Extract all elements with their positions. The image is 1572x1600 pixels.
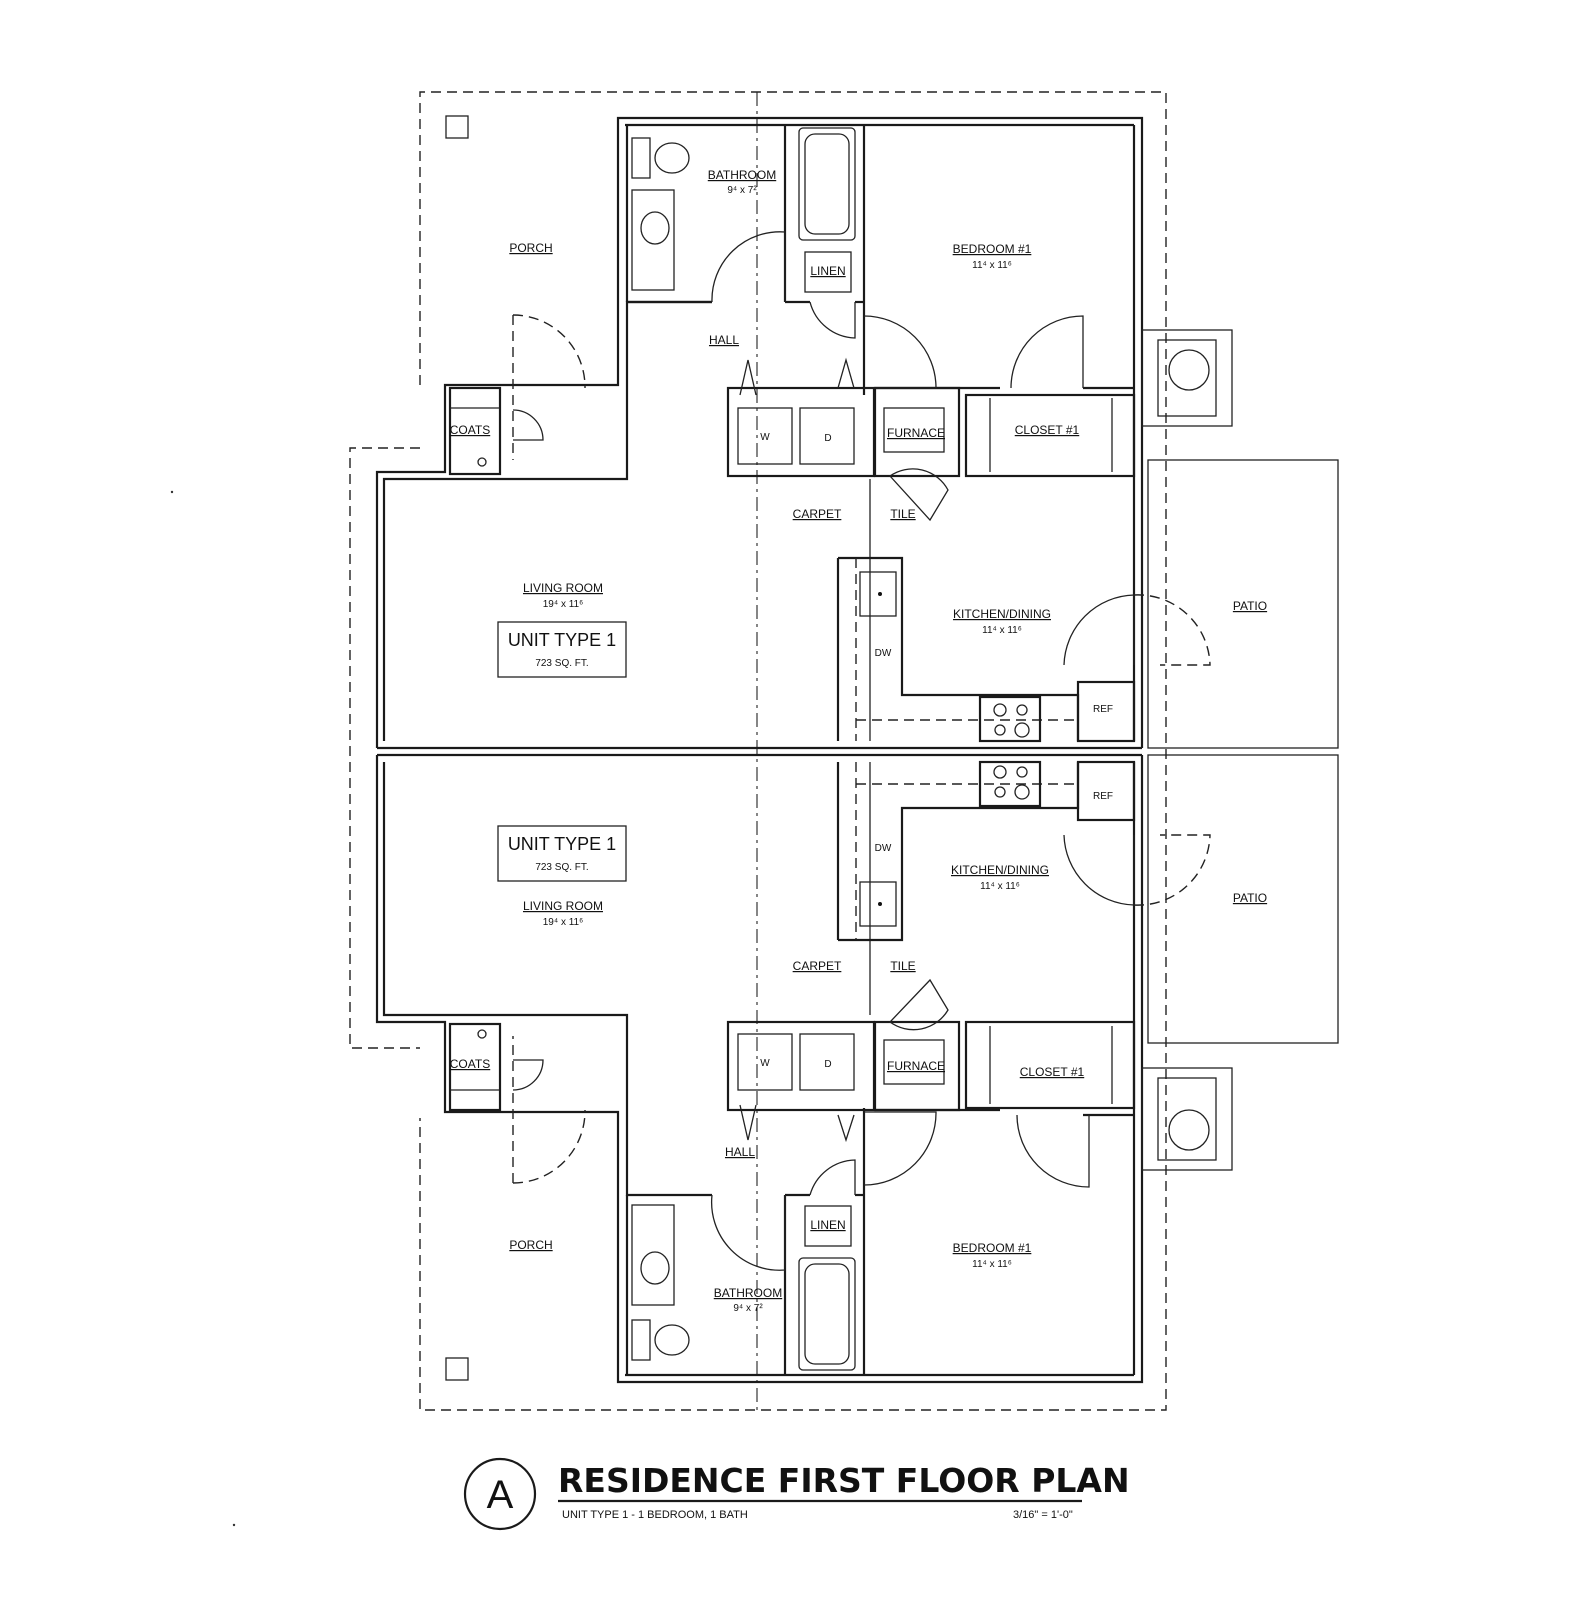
bathroom-label: BATHROOM	[714, 1286, 782, 1300]
plan-title: RESIDENCE FIRST FLOOR PLAN	[558, 1461, 1130, 1500]
closet-label: CLOSET #1	[1015, 423, 1080, 437]
washer-label: W	[760, 1058, 770, 1069]
kitchen-label: KITCHEN/DINING	[953, 607, 1051, 621]
bedroom-label: BEDROOM #1	[953, 242, 1032, 256]
closet-label: CLOSET #1	[1020, 1065, 1085, 1079]
refrigerator-label: REF	[1093, 791, 1113, 802]
plan-subtitle: UNIT TYPE 1 - 1 BEDROOM, 1 BATH	[562, 1509, 748, 1521]
scan-speck	[232, 1523, 236, 1527]
living-room-dimension: 19⁴ x 11⁶	[543, 917, 583, 928]
kitchen-dimension: 11⁴ x 11⁶	[982, 625, 1022, 636]
linen-label: LINEN	[810, 1218, 845, 1232]
kitchen-dimension: 11⁴ x 11⁶	[980, 881, 1020, 892]
unit-type-box: UNIT TYPE 1 723 SQ. FT.	[497, 621, 627, 678]
top-unit-labels: PORCH BATHROOM 9⁴ x 7² LINEN BEDROOM #1 …	[450, 168, 1267, 715]
kitchen-label: KITCHEN/DINING	[951, 863, 1049, 877]
living-room-label: LIVING ROOM	[523, 899, 603, 913]
refrigerator-label: REF	[1093, 704, 1113, 715]
porch-label: PORCH	[509, 1238, 552, 1252]
porch-label: PORCH	[509, 241, 552, 255]
linen-label: LINEN	[810, 264, 845, 278]
dishwasher-label: DW	[875, 843, 892, 854]
dishwasher-label: DW	[875, 648, 892, 659]
carpet-label: CARPET	[793, 507, 842, 521]
carpet-label: CARPET	[793, 959, 842, 973]
unit-area-label: 723 SQ. FT.	[535, 658, 588, 669]
bathroom-dimension: 9⁴ x 7²	[727, 185, 757, 196]
bathroom-label: BATHROOM	[708, 168, 776, 182]
living-room-dimension: 19⁴ x 11⁶	[543, 599, 583, 610]
unit-type-box: UNIT TYPE 1 723 SQ. FT.	[497, 825, 627, 882]
tile-label: TILE	[890, 507, 915, 521]
unit-area-label: 723 SQ. FT.	[535, 862, 588, 873]
hall-label: HALL	[725, 1145, 755, 1159]
washer-label: W	[760, 432, 770, 443]
patio-label: PATIO	[1233, 599, 1267, 613]
unit-type-label: UNIT TYPE 1	[508, 630, 616, 650]
bedroom-dimension: 11⁴ x 11⁶	[972, 1259, 1012, 1270]
furnace-label: FURNACE	[887, 1059, 945, 1073]
patio-label: PATIO	[1233, 891, 1267, 905]
coats-label: COATS	[450, 423, 490, 437]
dryer-label: D	[824, 433, 831, 444]
tile-label: TILE	[890, 959, 915, 973]
coats-label: COATS	[450, 1057, 490, 1071]
furnace-label: FURNACE	[887, 426, 945, 440]
scan-speck	[170, 490, 174, 494]
dryer-label: D	[824, 1059, 831, 1070]
roof-outline	[349, 91, 1167, 1411]
bathroom-dimension: 9⁴ x 7²	[733, 1303, 763, 1314]
plan-scale: 3/16" = 1'-0"	[1013, 1509, 1073, 1521]
living-room-label: LIVING ROOM	[523, 581, 603, 595]
hall-label: HALL	[709, 333, 739, 347]
plan-marker: A	[487, 1473, 514, 1517]
bedroom-label: BEDROOM #1	[953, 1241, 1032, 1255]
unit-type-label: UNIT TYPE 1	[508, 834, 616, 854]
top-unit-doors	[512, 231, 1211, 666]
title-block: A RESIDENCE FIRST FLOOR PLAN UNIT TYPE 1…	[463, 1457, 1130, 1531]
exterior-walls	[375, 116, 1144, 1384]
bottom-unit-labels: PORCH BATHROOM 9⁴ x 7² LINEN BEDROOM #1 …	[450, 791, 1267, 1314]
bottom-unit-doors	[512, 834, 1211, 1271]
bedroom-dimension: 11⁴ x 11⁶	[972, 260, 1012, 271]
